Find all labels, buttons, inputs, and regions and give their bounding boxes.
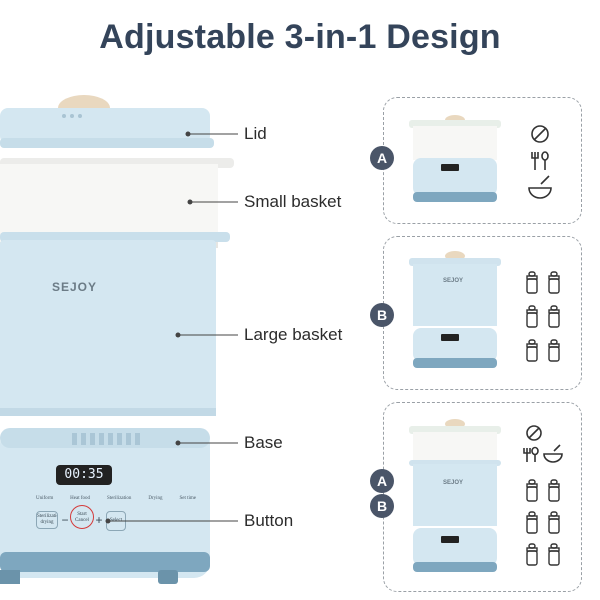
brand-logo: SEJOY	[52, 280, 97, 294]
base	[0, 428, 210, 584]
callout-button: Button	[244, 511, 294, 530]
panel-ab-icons	[523, 425, 563, 566]
option-badge: B	[370, 303, 394, 327]
mini-sterilizer-ab: SEJOY	[409, 419, 501, 572]
bottle-icon	[548, 511, 560, 534]
bottle-icon	[548, 305, 560, 328]
utensils-icon	[531, 151, 549, 170]
mode-label: Heat food	[70, 496, 91, 501]
bottle-icon	[526, 305, 538, 328]
bottle-icon	[548, 339, 560, 362]
mini-sterilizer-a	[409, 115, 501, 202]
mode-label: Uniform	[36, 496, 54, 501]
callout-large-basket: Large basket	[244, 325, 343, 344]
option-badge: B	[370, 494, 394, 518]
mode-label: Drying	[148, 496, 163, 501]
svg-text:SEJOY: SEJOY	[443, 480, 463, 486]
page-title: Adjustable 3-in-1 Design	[99, 18, 501, 56]
bottle-icon	[526, 511, 538, 534]
utensils-icon	[523, 446, 539, 462]
callout-lid: Lid	[244, 124, 267, 143]
bottle-icon	[526, 479, 538, 502]
bottle-icon	[526, 543, 538, 566]
callout-small-basket: Small basket	[244, 192, 342, 211]
bottle-icon	[548, 543, 560, 566]
mode-label: Sterilization	[106, 496, 132, 501]
plus-button[interactable]: +	[95, 513, 103, 527]
large-basket	[0, 232, 230, 416]
option-badge: A	[370, 469, 394, 493]
bottle-icon	[548, 479, 560, 502]
control-panel: 00:35 Uniform Heat food Sterilization Dr…	[36, 465, 196, 535]
svg-text:SEJOY: SEJOY	[443, 278, 463, 284]
bottle-icon	[526, 271, 538, 294]
lid	[0, 95, 214, 148]
callout-base: Base	[244, 433, 283, 452]
mode-labels: Uniform Heat food Sterilization Drying S…	[36, 496, 196, 501]
minus-button[interactable]: −	[61, 513, 69, 527]
bottle-icon	[526, 339, 538, 362]
bowl-icon	[543, 444, 563, 463]
time-display: 00:35	[56, 465, 112, 485]
panel-b-icons	[526, 271, 560, 362]
panel-a-icons	[528, 125, 552, 199]
pacifier-icon	[526, 425, 542, 441]
sterilization-drying-button[interactable]: Sterilization drying	[36, 511, 58, 529]
bowl-icon	[528, 175, 552, 199]
bottle-icon	[548, 271, 560, 294]
start-cancel-button[interactable]: Start Cancel	[70, 505, 94, 529]
mini-sterilizer-b: SEJOY	[409, 251, 501, 368]
pacifier-icon	[531, 125, 549, 143]
mode-label: Set time	[179, 496, 196, 501]
option-badge: A	[370, 146, 394, 170]
small-basket	[0, 158, 234, 248]
